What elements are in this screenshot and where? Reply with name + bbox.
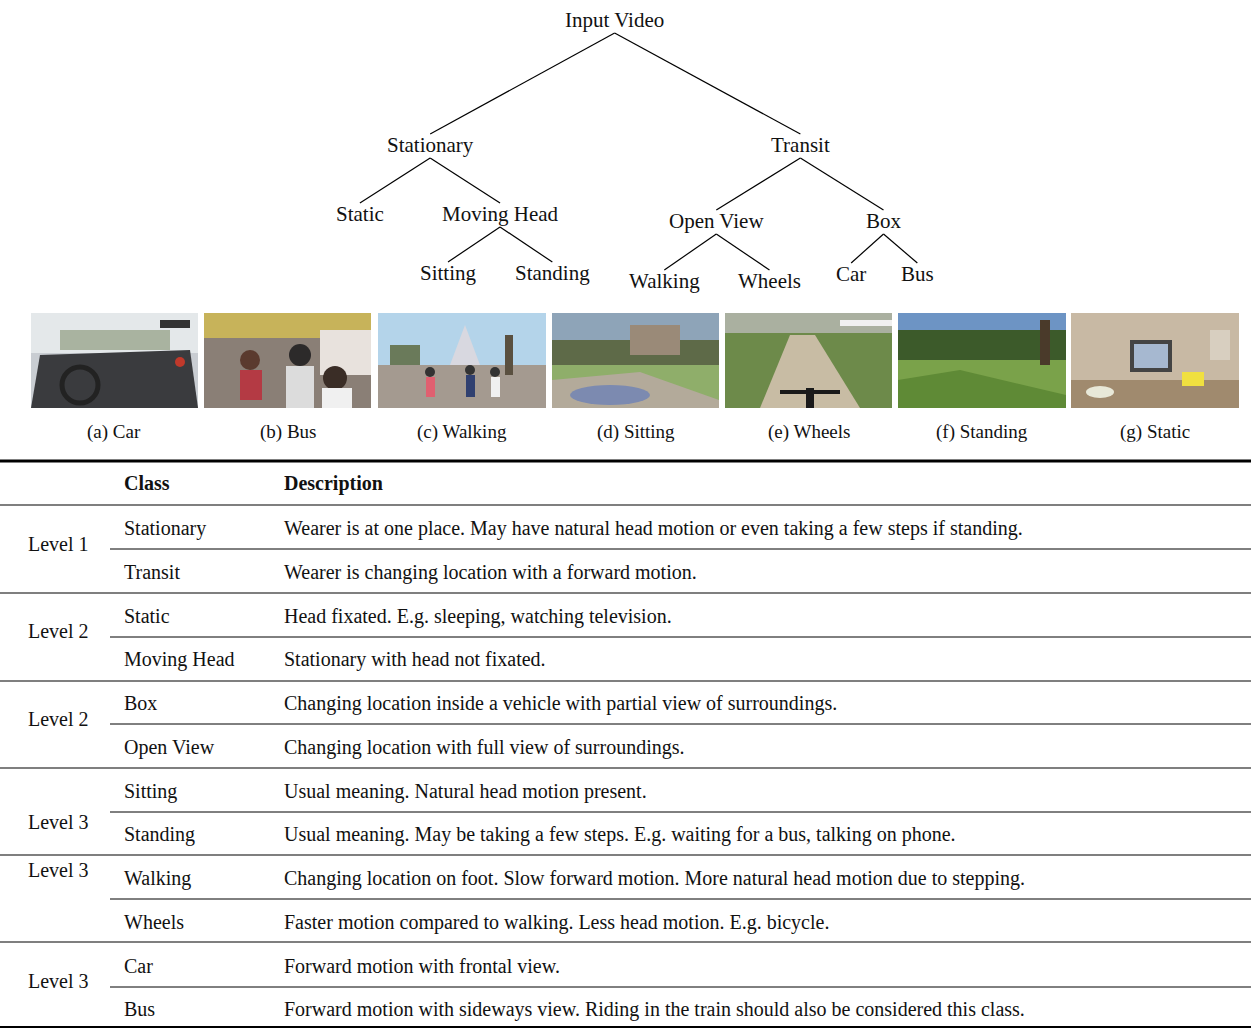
tree-branch [430, 158, 500, 203]
table-cell: Transit [124, 560, 180, 584]
table-cell: Class [124, 471, 170, 495]
table-cell: Moving Head [124, 647, 235, 671]
tree-branch [884, 234, 918, 263]
table-cell: Level 3 [28, 858, 89, 882]
photo-bus [204, 313, 371, 408]
table-cell: Standing [124, 822, 195, 846]
tree-node: Transit [769, 133, 832, 157]
figure-caption: (e) Wheels [768, 420, 850, 444]
photo-sitting [552, 313, 719, 408]
tree-branch [448, 227, 500, 262]
table-cell: Usual meaning. Natural head motion prese… [284, 779, 647, 803]
table-cell: Faster motion compared to walking. Less … [284, 910, 829, 934]
tree-node: Standing [513, 261, 592, 285]
figure-caption: (f) Standing [936, 420, 1027, 444]
tree-node: Car [834, 262, 868, 286]
table-cell: Wheels [124, 910, 184, 934]
tree-node: Input Video [563, 8, 666, 32]
tree-node: Walking [627, 269, 702, 293]
table-cell: Usual meaning. May be taking a few steps… [284, 822, 956, 846]
tree-branch [500, 227, 552, 262]
table-cell: Stationary [124, 516, 206, 540]
table-cell: Level 3 [28, 810, 89, 834]
tree-node: Open View [667, 209, 766, 233]
node-label: Static [336, 202, 384, 226]
tree-node: Stationary [385, 133, 475, 157]
table-cell: Level 1 [28, 532, 89, 556]
tree-branch [716, 234, 769, 270]
photo-wheels [725, 313, 892, 408]
table-cell: Wearer is changing location with a forwa… [284, 560, 697, 584]
table-cell: Changing location on foot. Slow forward … [284, 866, 1025, 890]
node-label: Open View [669, 209, 764, 233]
figure-caption: (g) Static [1120, 420, 1190, 444]
table-rules [0, 461, 1251, 1027]
tree-branch [360, 158, 430, 203]
tree-node: Sitting [418, 261, 478, 285]
tree-branch [851, 234, 883, 263]
photo-static [1071, 313, 1239, 408]
node-label: Box [866, 209, 901, 233]
table-cell: Bus [124, 997, 155, 1021]
tree-branch [800, 158, 883, 210]
table-cell: Description [284, 471, 383, 495]
tree-node: Wheels [736, 269, 803, 293]
figure-caption: (c) Walking [417, 420, 506, 444]
photo-walking [378, 313, 546, 408]
table-cell: Head fixated. E.g. sleeping, watching te… [284, 604, 672, 628]
tree-branch [430, 33, 614, 134]
table-cell: Changing location inside a vehicle with … [284, 691, 837, 715]
tree-node: Moving Head [440, 202, 560, 226]
node-label: Moving Head [442, 202, 558, 226]
photo-car [31, 313, 198, 408]
node-label: Walking [629, 269, 700, 293]
figure-caption: (b) Bus [260, 420, 316, 444]
tree-branch [716, 158, 800, 210]
table-cell: Wearer is at one place. May have natural… [284, 516, 1023, 540]
table-cell: Open View [124, 735, 214, 759]
node-label: Sitting [420, 261, 476, 285]
node-label: Car [836, 262, 866, 286]
table-cell: Level 2 [28, 619, 89, 643]
tree-node: Static [334, 202, 386, 226]
table-cell: Walking [124, 866, 191, 890]
table-cell: Level 3 [28, 969, 89, 993]
table-cell: Forward motion with frontal view. [284, 954, 560, 978]
table-cell: Static [124, 604, 170, 628]
tree-branch [664, 234, 716, 270]
node-label: Wheels [738, 269, 801, 293]
node-label: Input Video [565, 8, 664, 32]
table-cell: Stationary with head not fixated. [284, 647, 546, 671]
figure-caption: (d) Sitting [597, 420, 675, 444]
node-label: Standing [515, 261, 590, 285]
tree-node: Box [864, 209, 903, 233]
table-cell: Forward motion with sideways view. Ridin… [284, 997, 1025, 1021]
tree-node: Bus [899, 262, 936, 286]
node-label: Transit [771, 133, 830, 157]
photo-standing [898, 313, 1066, 408]
table-cell: Changing location with full view of surr… [284, 735, 685, 759]
figure-caption: (a) Car [87, 420, 140, 444]
node-label: Stationary [387, 133, 473, 157]
table-cell: Sitting [124, 779, 177, 803]
table-cell: Level 2 [28, 707, 89, 731]
table-cell: Box [124, 691, 157, 715]
tree-branch [615, 33, 801, 134]
table-cell: Car [124, 954, 153, 978]
node-label: Bus [901, 262, 934, 286]
